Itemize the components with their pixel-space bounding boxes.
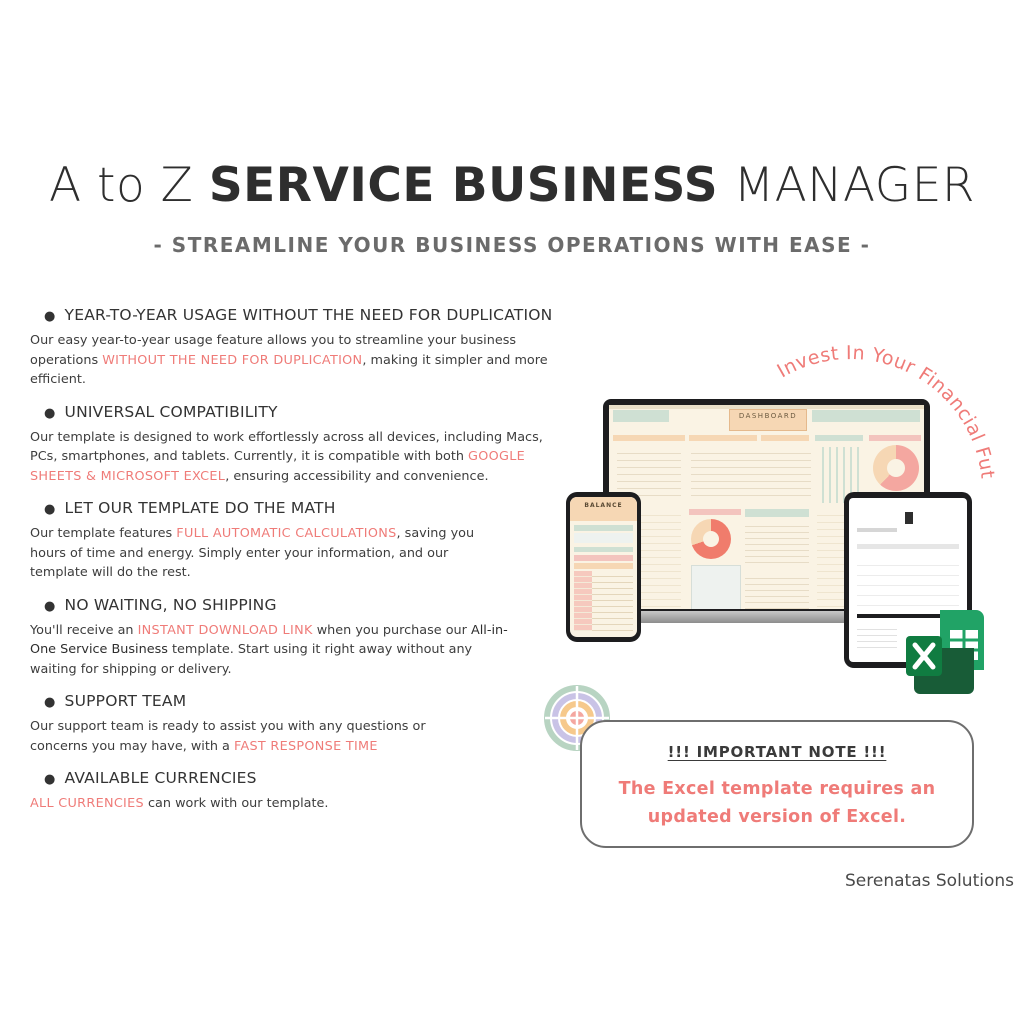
feature-text-part: can work with our template. [143, 796, 329, 811]
feature-year-to-year: ● YEAR-TO-YEAR USAGE WITHOUT THE NEED FOR… [30, 306, 570, 390]
brand-rings-icon [544, 685, 610, 751]
title-bold: SERVICE BUSINESS [208, 158, 719, 213]
note-heading: !!! IMPORTANT NOTE !!! [667, 743, 887, 761]
page-title: A to Z SERVICE BUSINESS MANAGER [0, 158, 1024, 213]
feature-text-part: , ensuring accessibility and convenience… [225, 468, 489, 484]
feature-text-part: when you purchase our [312, 622, 471, 638]
feature-highlight: FAST RESPONSE TIME [233, 738, 378, 754]
feature-currencies: ● AVAILABLE CURRENCIES ALL CURRENCIES can… [30, 769, 570, 814]
feature-text: You'll receive an INSTANT DOWNLOAD LINK … [30, 621, 515, 680]
feature-heading: NO WAITING, NO SHIPPING [64, 595, 277, 614]
feature-highlight: FULL AUTOMATIC CALCULATIONS [176, 526, 397, 541]
feature-text-part: Our template features [30, 526, 177, 541]
feature-text: Our template features FULL AUTOMATIC CAL… [30, 524, 500, 583]
feature-heading: AVAILABLE CURRENCIES [64, 769, 257, 787]
feature-heading: LET OUR TEMPLATE DO THE MATH [64, 499, 336, 517]
feature-text-part: You'll receive an [30, 622, 138, 638]
bullet-icon: ● [44, 772, 56, 787]
dashboard-title: DASHBOARD [729, 409, 807, 431]
brand-name: Serenatas Solutions [845, 871, 1014, 891]
feature-text-part: , making it simpler and more efficient. [30, 352, 548, 388]
feature-text: ALL CURRENCIES can work with our templat… [30, 794, 570, 814]
feature-strong: All-in-One Service Business [30, 622, 508, 658]
feature-text-part: Our support team is ready to assist you … [30, 719, 426, 754]
feature-text-part: , saving you hours of time and energy. S… [30, 526, 475, 580]
feature-highlight: WITHOUT THE NEED FOR DUPLICATION [102, 352, 363, 368]
feature-list: ● YEAR-TO-YEAR USAGE WITHOUT THE NEED FOR… [30, 306, 570, 827]
feature-heading: SUPPORT TEAM [64, 692, 187, 710]
note-body: The Excel template requires an updated v… [582, 775, 972, 831]
balance-screen: BALANCE [570, 497, 637, 637]
feature-text-part: Our template is designed to work effortl… [30, 429, 543, 465]
feature-highlight: INSTANT DOWNLOAD LINK [137, 622, 313, 638]
feature-no-shipping: ● NO WAITING, NO SHIPPING You'll receive … [30, 596, 570, 680]
feature-highlight: GOOGLE SHEETS & MICROSOFT EXCEL [30, 449, 526, 484]
important-note: !!! IMPORTANT NOTE !!! The Excel templat… [580, 720, 974, 848]
feature-text-part: template. Start using it right away with… [30, 642, 473, 677]
bullet-icon: ● [44, 695, 56, 710]
title-prefix: A to Z [48, 158, 209, 213]
feature-text: Our template is designed to work effortl… [30, 428, 570, 487]
feature-compatibility: ● UNIVERSAL COMPATIBILITY Our template is… [30, 403, 570, 487]
page-subtitle: - STREAMLINE YOUR BUSINESS OPERATIONS WI… [153, 233, 871, 257]
feature-math: ● LET OUR TEMPLATE DO THE MATH Our templa… [30, 499, 570, 583]
feature-text: Our support team is ready to assist you … [30, 717, 470, 756]
balance-title: BALANCE [570, 497, 637, 521]
bullet-icon: ● [44, 309, 56, 324]
feature-support: ● SUPPORT TEAM Our support team is ready … [30, 692, 570, 756]
feature-heading: UNIVERSAL COMPATIBILITY [64, 402, 278, 421]
invoice-screen [849, 498, 967, 662]
feature-heading: YEAR-TO-YEAR USAGE WITHOUT THE NEED FOR … [64, 306, 553, 324]
bullet-icon: ● [44, 598, 56, 614]
excel-sheets-icon [906, 610, 984, 694]
feature-text: Our easy year-to-year usage feature allo… [30, 331, 570, 390]
feature-text-part: Our easy year-to-year usage feature allo… [30, 333, 517, 368]
phone-mockup: BALANCE [566, 492, 641, 642]
title-suffix: MANAGER [718, 158, 976, 213]
note-line: The Excel template requires an [618, 779, 936, 799]
bullet-icon: ● [44, 502, 56, 517]
note-line: updated version of Excel. [647, 807, 907, 827]
bullet-icon: ● [44, 405, 56, 421]
feature-highlight: ALL CURRENCIES [30, 796, 144, 811]
